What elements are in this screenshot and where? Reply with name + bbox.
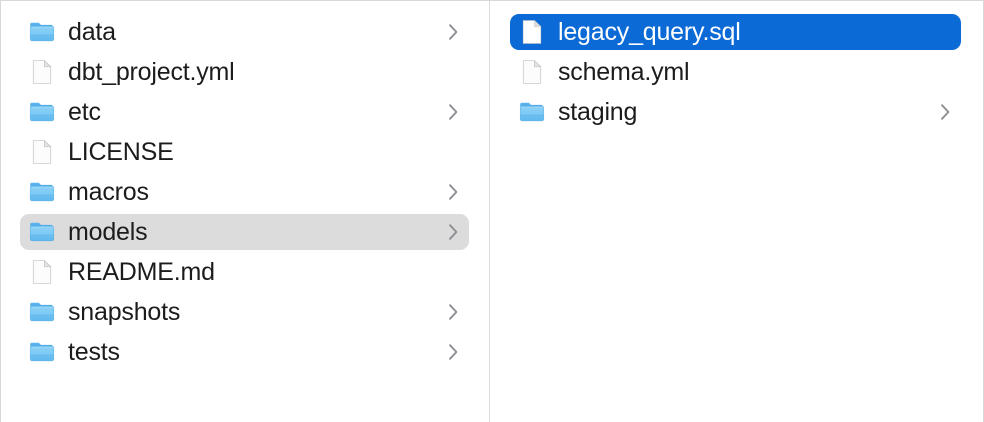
item-label: schema.yml bbox=[558, 57, 690, 86]
file-row[interactable]: dbt_project.yml bbox=[20, 54, 469, 90]
document-icon bbox=[29, 259, 55, 285]
item-label: snapshots bbox=[68, 297, 181, 326]
item-label: dbt_project.yml bbox=[68, 57, 235, 86]
file-row[interactable]: README.md bbox=[20, 254, 469, 290]
folder-icon bbox=[29, 219, 55, 245]
folder-icon bbox=[29, 19, 55, 45]
file-row[interactable]: legacy_query.sql bbox=[510, 14, 961, 50]
folder-row[interactable]: tests bbox=[20, 334, 469, 370]
chevron-right-icon[interactable] bbox=[448, 223, 459, 241]
document-icon bbox=[29, 59, 55, 85]
folder-row[interactable]: etc bbox=[20, 94, 469, 130]
folder-icon bbox=[29, 339, 55, 365]
document-icon bbox=[519, 59, 545, 85]
chevron-right-icon[interactable] bbox=[448, 183, 459, 201]
item-label: data bbox=[68, 17, 116, 46]
chevron-right-icon[interactable] bbox=[448, 103, 459, 121]
item-label: README.md bbox=[68, 257, 215, 286]
folder-row[interactable]: snapshots bbox=[20, 294, 469, 330]
item-label: macros bbox=[68, 177, 149, 206]
folder-icon bbox=[519, 99, 545, 125]
file-row[interactable]: schema.yml bbox=[510, 54, 961, 90]
folder-icon bbox=[29, 99, 55, 125]
folder-row[interactable]: models bbox=[20, 214, 469, 250]
chevron-right-icon[interactable] bbox=[448, 303, 459, 321]
folder-row[interactable]: macros bbox=[20, 174, 469, 210]
item-label: staging bbox=[558, 97, 638, 126]
document-icon bbox=[519, 19, 545, 45]
document-icon bbox=[29, 139, 55, 165]
item-label: LICENSE bbox=[68, 137, 174, 166]
chevron-right-icon[interactable] bbox=[448, 23, 459, 41]
folder-icon bbox=[29, 179, 55, 205]
finder-column-child: legacy_query.sql schema.yml staging bbox=[490, 1, 983, 422]
item-label: tests bbox=[68, 337, 120, 366]
folder-row[interactable]: data bbox=[20, 14, 469, 50]
chevron-right-icon[interactable] bbox=[448, 343, 459, 361]
item-label: etc bbox=[68, 97, 101, 126]
chevron-right-icon[interactable] bbox=[940, 103, 951, 121]
item-label: models bbox=[68, 217, 148, 246]
folder-row[interactable]: staging bbox=[510, 94, 961, 130]
file-row[interactable]: LICENSE bbox=[20, 134, 469, 170]
folder-icon bbox=[29, 299, 55, 325]
item-label: legacy_query.sql bbox=[558, 17, 741, 46]
